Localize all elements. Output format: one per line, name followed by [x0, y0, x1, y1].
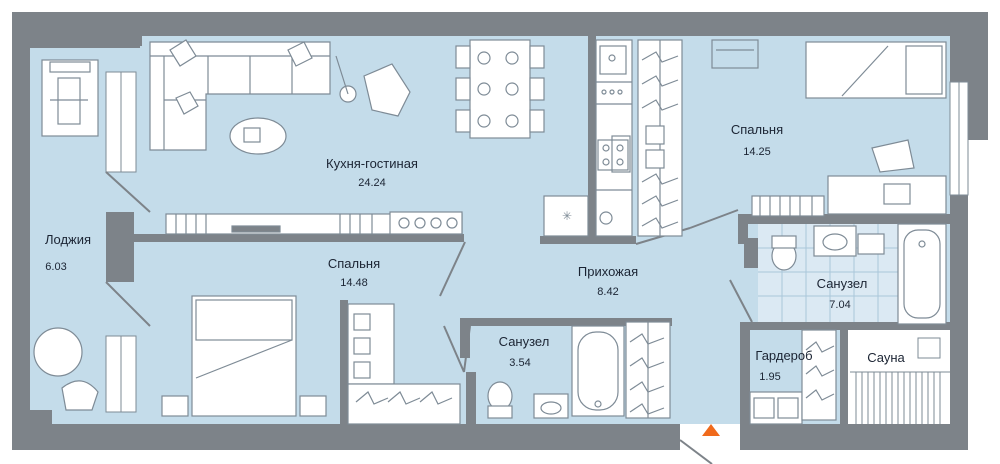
label-hallway: Прихожая: [578, 264, 638, 279]
label-wardrobe: Гардероб: [755, 348, 812, 363]
entry-arrow-icon: [702, 424, 720, 436]
wardrobe-fixtures: [749, 329, 837, 425]
coffee-table: [229, 117, 287, 155]
loggia-exercise-bike: [41, 59, 99, 137]
sofa: [149, 39, 331, 151]
bed-top: [711, 39, 947, 99]
bathroom-large-fixtures: [771, 223, 947, 325]
bed-left: [161, 295, 327, 417]
armchair: [335, 55, 411, 117]
sauna-room: [848, 330, 950, 424]
area-bedroom-left: 14.48: [340, 277, 368, 289]
room-labels: Кухня-гостиная 24.24 Спальня 14.25 Спаль…: [45, 122, 906, 383]
label-bathroom-small: Санузел: [499, 334, 550, 349]
label-sauna: Сауна: [867, 350, 905, 365]
label-kitchen-living: Кухня-гостиная: [326, 156, 418, 171]
kitchen-units: ✳: [543, 39, 633, 237]
label-bathroom-large: Санузел: [817, 276, 868, 291]
area-loggia: 6.03: [45, 261, 66, 273]
right-window: [949, 81, 969, 196]
label-bedroom-left: Спальня: [328, 256, 380, 271]
area-wardrobe: 1.95: [759, 371, 780, 383]
label-loggia: Лоджия: [45, 232, 91, 247]
area-hallway: 8.42: [597, 286, 618, 298]
svg-text:✳: ✳: [562, 209, 572, 223]
loggia-table-chair: [33, 327, 99, 411]
dining-table: [455, 39, 545, 139]
label-bedroom-top: Спальня: [731, 122, 783, 137]
bathroom-small-fixtures: [487, 321, 671, 419]
tv-shelf: [165, 211, 463, 235]
area-bedroom-top: 14.25: [743, 146, 771, 158]
furniture: ✳: [33, 39, 947, 425]
loggia-partition: [105, 71, 151, 413]
area-kitchen-living: 24.24: [358, 177, 386, 189]
hallway-wardrobe: [637, 39, 683, 237]
area-bathroom-large: 7.04: [829, 299, 850, 311]
area-bathroom-small: 3.54: [509, 357, 530, 369]
bedroom-wardrobe: [347, 303, 461, 425]
desk-top: [751, 139, 947, 217]
